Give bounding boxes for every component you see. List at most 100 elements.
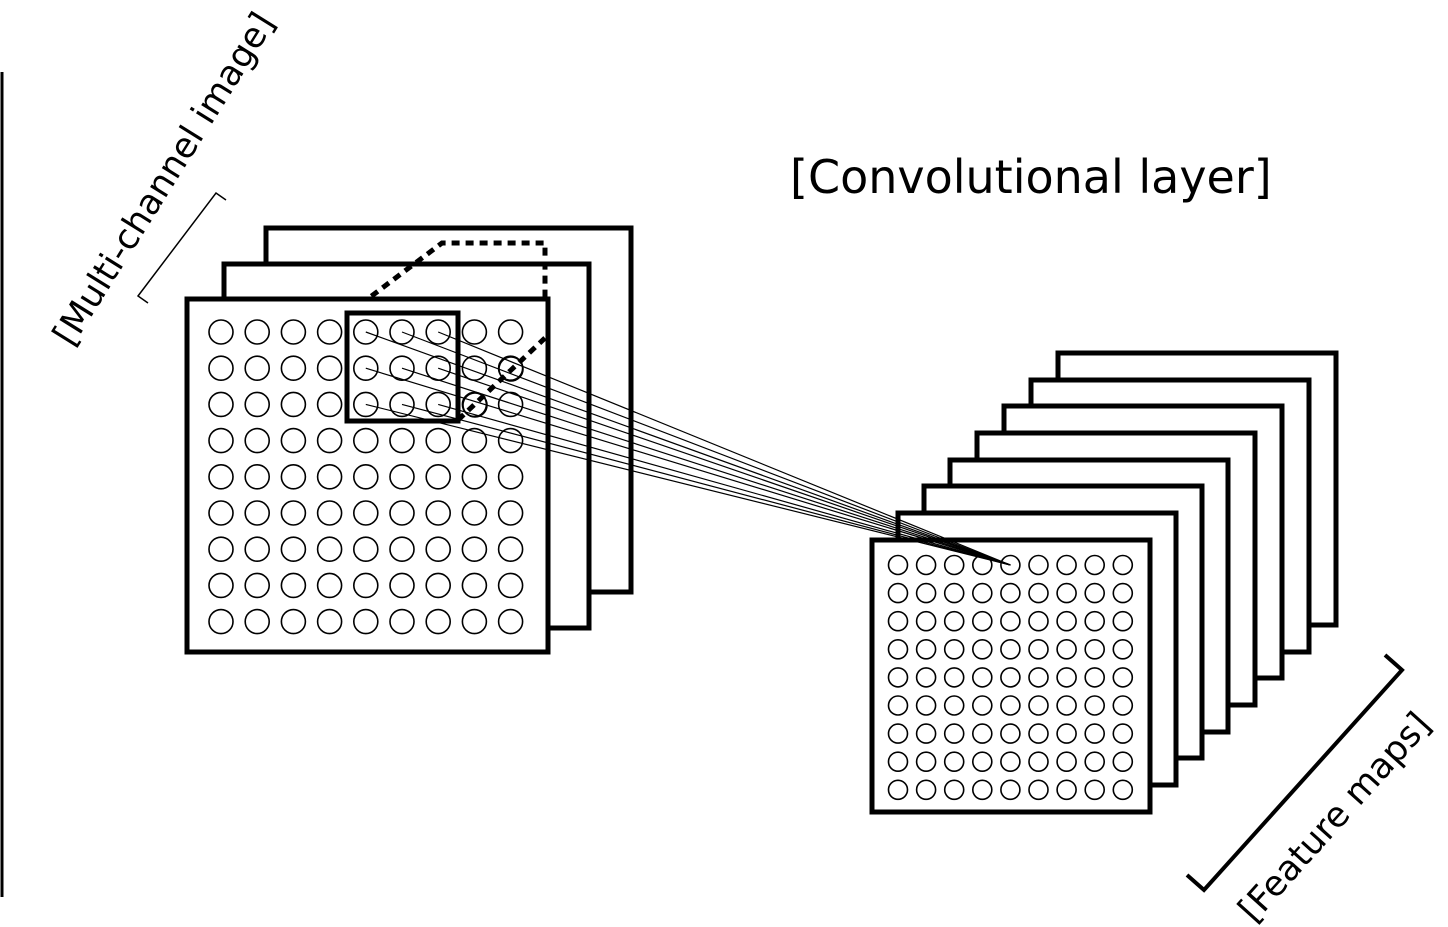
feature-map-pixel	[1112, 667, 1134, 688]
feature-map-pixel	[1084, 582, 1105, 604]
feature-map-pixel	[1056, 610, 1077, 632]
input-pixel	[208, 355, 234, 382]
feature-map-pixel	[971, 723, 993, 744]
feature-map-pixel	[1000, 554, 1021, 576]
feature-map-pixel	[915, 667, 937, 688]
feature-map-pixel	[887, 751, 909, 773]
feature-map-pixel	[1084, 695, 1105, 716]
feature-map-pixel	[1028, 554, 1049, 576]
connection-line	[401, 331, 1011, 566]
feature-map-pixel	[1000, 723, 1021, 744]
feature-map-pixel	[1000, 638, 1021, 660]
connection-line	[365, 403, 1011, 566]
feature-map-pixel	[1084, 779, 1105, 801]
input-pixel	[497, 572, 524, 599]
input-pixel	[352, 463, 379, 490]
kernel-depth-edge	[456, 336, 547, 422]
feature-map-pixel	[971, 638, 993, 660]
input-pixel	[208, 463, 234, 490]
feature-map-pixel	[915, 751, 937, 773]
output-bracket	[1185, 653, 1405, 893]
input-pixel	[425, 427, 452, 454]
input-pixel	[425, 391, 452, 418]
input-pixel	[461, 572, 488, 599]
feature-map-pixel	[943, 610, 965, 632]
input-pixel	[280, 500, 307, 526]
input-pixel	[208, 427, 234, 454]
feature-map-pixel	[1056, 638, 1077, 660]
input-pixel	[280, 463, 307, 490]
feature-map-pixel	[943, 554, 965, 576]
input-pixel	[208, 500, 234, 526]
feature-map-pixel	[915, 582, 937, 604]
feature-map-pixel	[915, 723, 937, 744]
input-pixel	[316, 608, 343, 635]
feature-map-pixel	[887, 638, 909, 660]
input-pixel	[208, 608, 234, 635]
feature-map-pixel	[943, 779, 965, 801]
feature-map-pixel	[915, 638, 937, 660]
input-pixel	[280, 319, 307, 345]
input-pixel	[425, 536, 452, 563]
feature-map-pixel	[943, 667, 965, 688]
input-pixel	[316, 319, 343, 345]
input-pixel	[352, 391, 379, 418]
feature-map-pixel	[971, 667, 993, 688]
feature-map-pixel	[915, 695, 937, 716]
input-pixel	[497, 319, 524, 345]
feature-map-pixel	[1000, 695, 1021, 716]
feature-map-pixel	[915, 554, 937, 576]
input-pixel	[497, 500, 524, 526]
input-pixel	[280, 427, 307, 454]
input-pixel	[389, 608, 415, 635]
connection-line	[438, 403, 1011, 566]
feature-map-pixel	[1056, 723, 1077, 744]
feature-map-stack	[869, 350, 1339, 815]
input-pixel	[316, 463, 343, 490]
input-pixel	[208, 536, 234, 563]
input-pixel	[352, 355, 379, 382]
input-pixel	[497, 463, 524, 490]
input-pixel	[316, 500, 343, 526]
feature-map-pixel	[1084, 610, 1105, 632]
feature-map-pixel	[943, 695, 965, 716]
input-pixel	[244, 500, 271, 526]
input-pixel	[389, 463, 415, 490]
feature-map-pixel	[1028, 638, 1049, 660]
input-pixel	[352, 572, 379, 599]
input-pixel	[461, 500, 488, 526]
connection-line	[401, 367, 1011, 566]
feature-map-pixel	[1112, 751, 1134, 773]
feature-map-pixel	[1028, 667, 1049, 688]
input-pixel	[244, 463, 271, 490]
feature-map-pixel	[1056, 554, 1077, 576]
input-pixel	[389, 536, 415, 563]
feature-map-pixel	[1000, 779, 1021, 801]
feature-map-grid	[887, 554, 1134, 801]
feature-map-pixel	[943, 751, 965, 773]
input-pixel	[461, 536, 488, 563]
feature-map-pixel	[1112, 582, 1134, 604]
feature-map-pixel	[1112, 610, 1134, 632]
feature-map-pixel	[1028, 779, 1049, 801]
feature-map-pixel	[971, 582, 993, 604]
kernel-window	[344, 310, 461, 424]
connection-line	[365, 367, 1011, 566]
input-pixel	[316, 391, 343, 418]
input-pixel	[425, 500, 452, 526]
feature-map-pixel	[943, 638, 965, 660]
feature-map-pixel	[887, 610, 909, 632]
input-pixel	[316, 572, 343, 599]
feature-map-pixel	[887, 779, 909, 801]
input-pixel	[389, 319, 415, 345]
feature-map-pixel	[1028, 582, 1049, 604]
feature-map-pixel	[1084, 723, 1105, 744]
feature-map-pixel	[1112, 554, 1134, 576]
feature-map-pixel	[1112, 638, 1134, 660]
input-pixel	[389, 572, 415, 599]
feature-map-pixel	[887, 554, 909, 576]
input-pixel	[280, 391, 307, 418]
feature-map-pixel	[1084, 667, 1105, 688]
feature-map-pixel	[1028, 751, 1049, 773]
input-pixel	[425, 572, 452, 599]
